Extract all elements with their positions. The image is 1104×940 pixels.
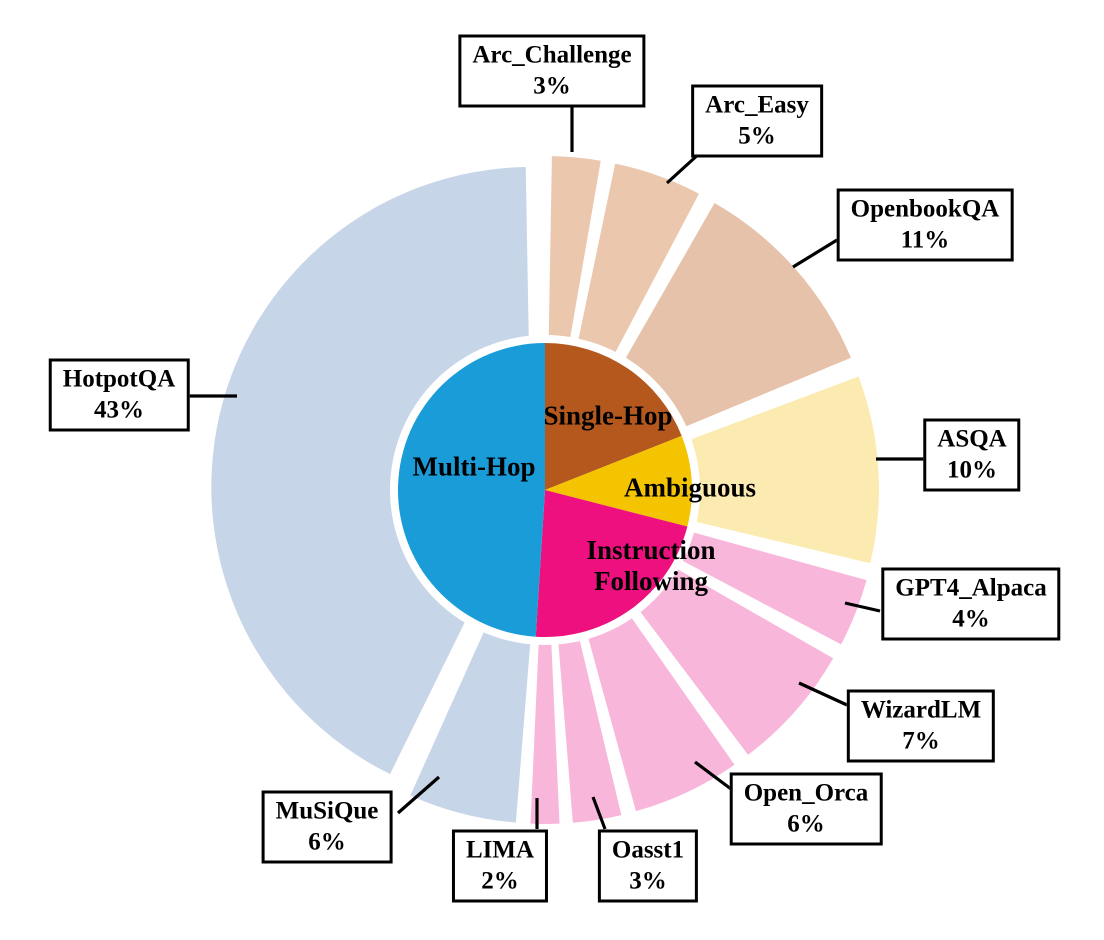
- callout-label: HotpotQA: [62, 365, 176, 393]
- callout-label: ASQA: [937, 425, 1007, 453]
- callout-arc-challenge: Arc_Challenge 3%: [458, 34, 646, 108]
- inner-wedge-instruction-following: [535, 490, 688, 637]
- outer-ring-wedges: [211, 156, 879, 824]
- callout-label: OpenbookQA: [850, 195, 1000, 223]
- inner-label-instruction-following: Instruction Following: [586, 534, 716, 596]
- callout-label: MuSiQue: [275, 797, 379, 825]
- inner-label-single-hop: Single-Hop: [543, 400, 673, 431]
- callout-label: GPT4_Alpaca: [895, 574, 1047, 602]
- callout-asqa: ASQA 10%: [923, 418, 1021, 492]
- callout-pct: 6%: [787, 810, 825, 837]
- leader-line-musique: [396, 775, 441, 815]
- callout-pct: 4%: [952, 605, 990, 632]
- callout-pct: 3%: [533, 72, 571, 99]
- leader-line-oasst1: [591, 796, 607, 830]
- callout-label: LIMA: [465, 836, 535, 864]
- callout-label: Open_Orca: [743, 779, 869, 807]
- inner-ring-wedges: [390, 335, 700, 645]
- inner-wedge-multi-hop: [397, 343, 545, 637]
- callout-hotpotqa: HotpotQA 43%: [48, 358, 190, 432]
- leader-line-gpt4-alpaca: [844, 601, 881, 613]
- callout-openbookqa: OpenbookQA 11%: [836, 188, 1014, 262]
- callout-wizardlm: WizardLM 7%: [846, 689, 996, 763]
- leader-line-wizardlm: [798, 681, 848, 707]
- callout-pct: 6%: [308, 828, 346, 855]
- callout-arc-easy: Arc_Easy 5%: [691, 84, 823, 158]
- callout-pct: 10%: [947, 456, 997, 483]
- inner-wedge-ambiguous: [545, 435, 692, 527]
- callout-gpt4-alpaca: GPT4_Alpaca 4%: [881, 567, 1061, 641]
- callout-label: Oasst1: [611, 836, 685, 864]
- callout-pct: 43%: [94, 396, 144, 423]
- callout-oasst1: Oasst1 3%: [597, 829, 699, 903]
- callout-musique: MuSiQue 6%: [261, 790, 393, 864]
- callout-open-orca: Open_Orca 6%: [729, 772, 883, 846]
- callout-label: Arc_Challenge: [472, 41, 632, 69]
- outer-wedge-hotpotqa: [211, 166, 532, 775]
- callout-label: WizardLM: [860, 696, 982, 724]
- inner-wedge-single-hop: [545, 343, 682, 490]
- callout-pct: 2%: [481, 867, 519, 894]
- callout-pct: 5%: [738, 122, 776, 149]
- callout-lima: LIMA 2%: [451, 829, 549, 903]
- inner-label-ambiguous: Ambiguous: [623, 472, 757, 503]
- callout-pct: 3%: [629, 867, 667, 894]
- outer-wedge-asqa: [558, 376, 879, 564]
- leader-line-openbookqa: [792, 238, 838, 269]
- callout-label: Arc_Easy: [705, 91, 809, 119]
- leader-line-open-orca: [694, 760, 732, 791]
- outer-wedge-lima: [530, 504, 560, 824]
- inner-label-multi-hop: Multi-Hop: [412, 451, 536, 482]
- callout-pct: 11%: [900, 226, 950, 253]
- callout-pct: 7%: [902, 727, 940, 754]
